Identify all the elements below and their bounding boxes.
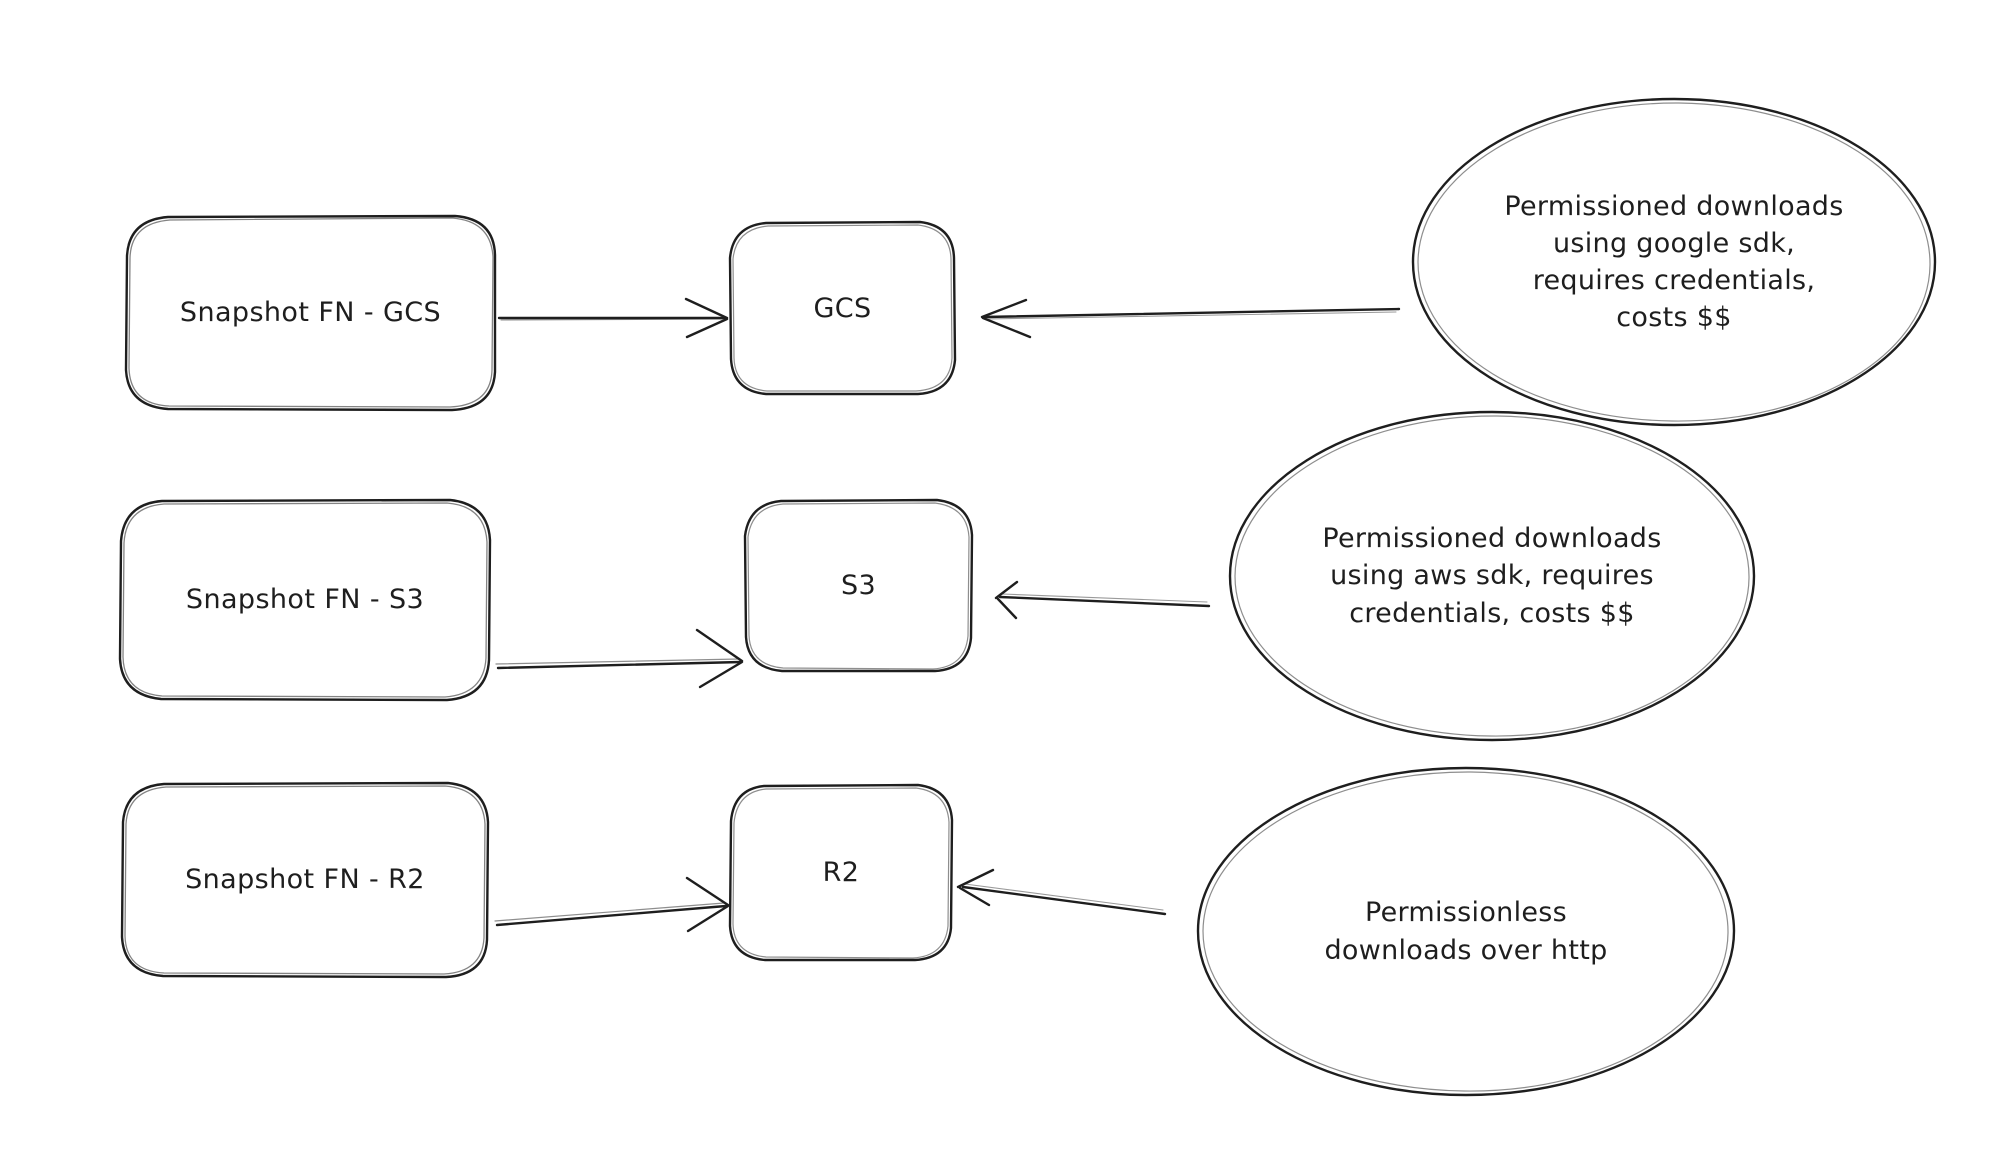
shape-snapshot-fn-r2 [120,781,490,979]
shape-r2-note [1196,766,1736,1097]
shape-gcs-bucket [728,220,957,396]
snapshot-fn-r2-node[interactable] [122,783,488,977]
arrow-note-to-s3 [994,580,1211,620]
shape-gcs-note [1411,97,1937,427]
snapshot-fn-gcs-node[interactable] [126,216,495,410]
shape-s3-note [1228,410,1756,742]
gcs-note-node[interactable] [1413,99,1935,425]
arrow-note-to-gcs [980,298,1401,339]
shape-r2-bucket [728,783,954,962]
shape-snapshot-fn-s3 [118,498,492,702]
shape-s3-bucket [743,498,974,673]
s3-bucket-node[interactable] [745,500,972,672]
arrow-snapshot-to-s3 [495,628,744,689]
gcs-bucket-node[interactable] [730,222,955,395]
r2-bucket-node[interactable] [730,785,952,960]
s3-note-node[interactable] [1230,412,1754,740]
shape-snapshot-fn-gcs [124,214,497,412]
arrow-snapshot-to-r2 [494,876,730,933]
arrow-snapshot-to-gcs [497,297,729,339]
snapshot-fn-s3-node[interactable] [120,500,490,700]
r2-note-node[interactable] [1198,768,1734,1095]
arrow-note-to-r2 [956,868,1167,916]
